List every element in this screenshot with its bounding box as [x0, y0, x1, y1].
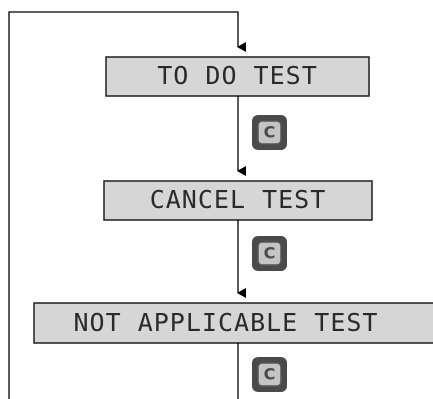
c-key-label: C [264, 365, 276, 384]
c-key-button: C [252, 236, 287, 271]
c-key-label: C [264, 244, 276, 263]
loop-return-line [8, 11, 246, 399]
step-label: TO DO TEST [157, 61, 318, 90]
step-box-not-applicable-test: NOT APPLICABLE TEST [33, 302, 433, 344]
c-key-button: C [252, 357, 287, 392]
c-key-label: C [264, 123, 276, 142]
step-label: NOT APPLICABLE TEST [74, 308, 379, 337]
step-box-cancel-test: CANCEL TEST [103, 180, 373, 221]
step-box-to-do-test: TO DO TEST [105, 56, 370, 97]
c-key-button: C [252, 115, 287, 150]
step-label: CANCEL TEST [150, 185, 327, 214]
